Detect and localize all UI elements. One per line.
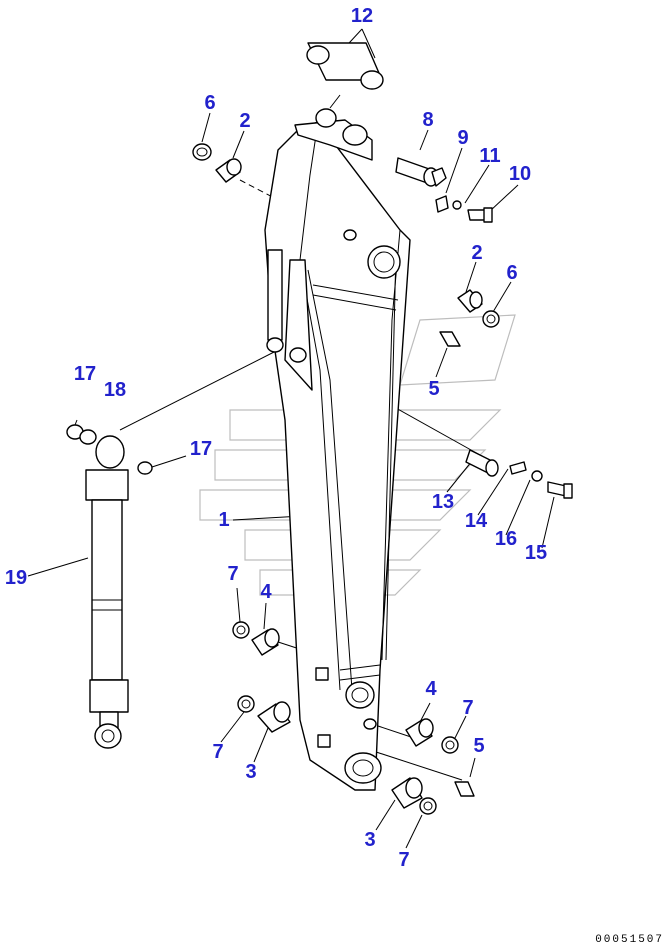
bushing-3-right xyxy=(391,777,423,809)
bushing-2-left xyxy=(215,158,242,183)
callout-12: 12 xyxy=(351,5,373,27)
callout-17-side: 17 xyxy=(190,438,212,460)
seal-7-upper-right xyxy=(441,736,459,754)
callout-16: 16 xyxy=(495,528,517,550)
bushing-4-left xyxy=(251,628,280,656)
callout-7-b: 7 xyxy=(462,697,473,719)
callout-2-right: 2 xyxy=(471,242,482,264)
callout-7-a: 7 xyxy=(227,563,238,585)
callout-10: 10 xyxy=(509,163,531,185)
grease-fitting-5-upper xyxy=(439,331,461,347)
callout-9: 9 xyxy=(457,127,468,149)
seal-6-right xyxy=(482,310,500,328)
callout-14: 14 xyxy=(465,510,488,532)
boom-cylinder-19 xyxy=(66,424,153,749)
callout-7-c: 7 xyxy=(212,741,223,763)
callout-2-left: 2 xyxy=(239,110,250,132)
callout-6-left: 6 xyxy=(204,92,215,114)
callout-18: 18 xyxy=(104,379,126,401)
callout-5-upper: 5 xyxy=(428,378,439,400)
seal-7-lower-left xyxy=(237,695,255,713)
boom-body xyxy=(264,108,411,791)
bushing-2-right xyxy=(457,289,483,313)
callout-19: 19 xyxy=(5,567,27,589)
drawing-number: 00051507 xyxy=(595,934,664,946)
callout-4-left: 4 xyxy=(260,581,272,603)
callout-1: 1 xyxy=(218,509,229,531)
grease-fitting-5-lower xyxy=(454,781,475,797)
callout-5-lower: 5 xyxy=(473,735,484,757)
bushing-3-left xyxy=(257,701,291,733)
seal-7-upper-left xyxy=(232,621,250,639)
callout-17-top: 17 xyxy=(74,363,96,385)
callout-labels: 12 6 2 8 9 11 10 2 6 5 17 18 17 13 14 16… xyxy=(5,5,547,871)
callout-8: 8 xyxy=(422,109,433,131)
callout-11: 11 xyxy=(479,145,500,167)
pin-13 xyxy=(465,449,573,499)
seal-6-left xyxy=(192,143,212,161)
callout-15: 15 xyxy=(525,542,547,564)
pin-8 xyxy=(395,157,493,223)
callout-6-right: 6 xyxy=(506,262,517,284)
callout-3-right: 3 xyxy=(364,829,375,851)
callout-3-left: 3 xyxy=(245,761,256,783)
seal-7-lower-right xyxy=(419,797,437,815)
callout-13: 13 xyxy=(432,491,454,513)
bushing-4-right xyxy=(405,718,434,747)
callout-7-d: 7 xyxy=(398,849,409,871)
shim-plate-12 xyxy=(306,42,384,90)
callout-4-right: 4 xyxy=(425,678,437,700)
